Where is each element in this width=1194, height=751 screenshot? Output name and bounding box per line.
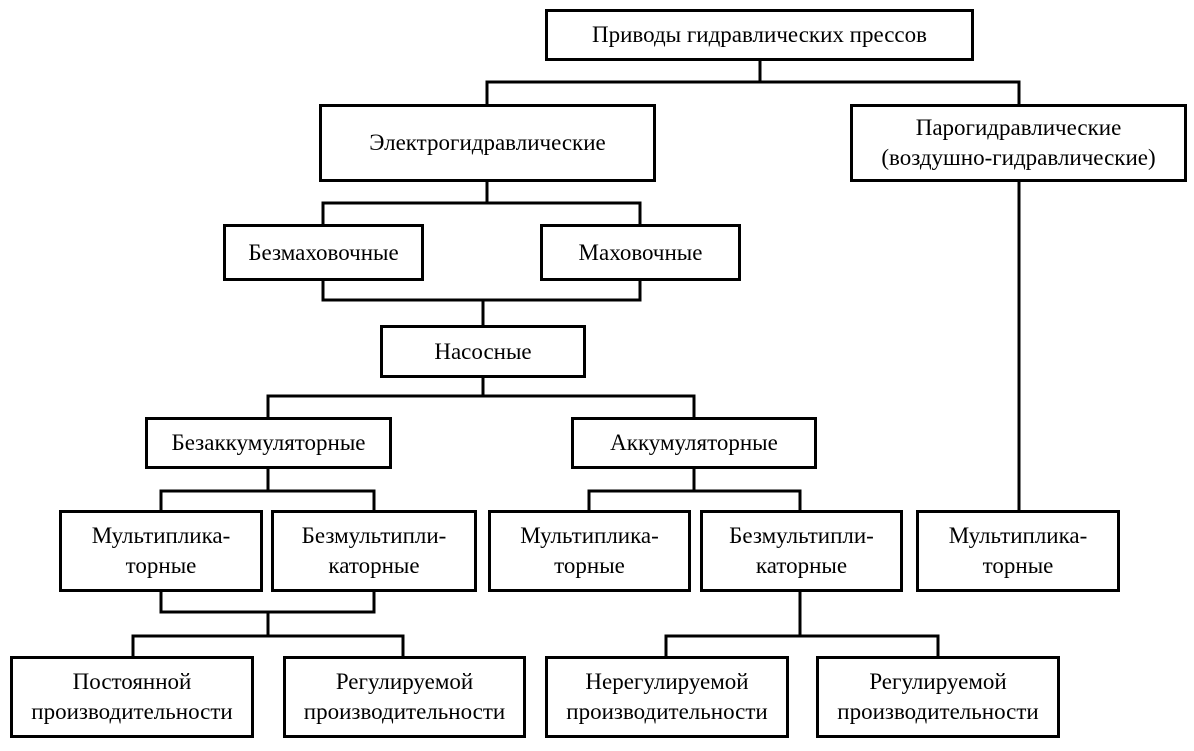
node-non-accum-text: Безаккумуляторные <box>171 430 366 455</box>
node-reg-perf-2: Регулируемой производительности <box>816 656 1060 738</box>
node-flywheel-text: Маховочные <box>578 239 703 265</box>
node-na-nomult-text-2: каторные <box>328 553 420 578</box>
node-reg-perf-2-text-2: производительности <box>837 699 1039 724</box>
node-na-nomult-text-1: Безмультипли- <box>301 523 447 548</box>
node-na-mult-text-2: торные <box>125 553 197 578</box>
node-root: Приводы гидравлических прессов <box>545 9 974 61</box>
node-reg-perf-1-text-2: производительности <box>303 699 506 724</box>
node-steam-mult: Мультиплика- торные <box>916 510 1120 592</box>
node-const-perf-text-2: производительности <box>31 699 233 724</box>
node-pump: Насосные <box>380 325 586 378</box>
node-ac-nomult-text-2: каторные <box>755 553 848 578</box>
node-reg-perf-2-text-1: Регулируемой <box>869 669 1007 694</box>
node-flywheel: Маховочные <box>540 224 741 281</box>
node-na-mult: Мультиплика- торные <box>59 510 263 592</box>
node-steam-mult-text-1: Мультиплика- <box>948 523 1088 548</box>
node-ac-mult-text-1: Мультиплика- <box>520 523 659 548</box>
node-steam: Парогидравлические (воздушно-гидравличес… <box>850 104 1187 182</box>
node-steam-text-2: (воздушно-гидравлические) <box>881 145 1156 170</box>
node-na-nomult: Безмультипли- каторные <box>271 510 477 592</box>
node-no-flywheel: Безмаховочные <box>223 224 424 281</box>
node-electro-text: Электрогидравлические <box>369 130 606 155</box>
node-unreg-perf-text-2: производительности <box>566 699 768 724</box>
node-reg-perf-1-text-1: Регулируемой <box>335 669 474 694</box>
node-no-flywheel-text: Безмаховочные <box>248 239 399 265</box>
node-na-mult-text-1: Мультиплика- <box>91 523 231 548</box>
node-accum-text: Аккумуляторные <box>610 430 778 455</box>
node-const-perf-text-1: Постоянной <box>72 669 192 694</box>
node-root-text: Приводы гидравлических прессов <box>591 22 928 47</box>
node-unreg-perf-text-1: Нерегулируемой <box>585 669 749 694</box>
node-accum: Аккумуляторные <box>571 417 817 469</box>
node-reg-perf-1: Регулируемой производительности <box>283 656 526 738</box>
node-pump-text: Насосные <box>434 338 532 364</box>
node-const-perf: Постоянной производительности <box>10 656 254 738</box>
node-ac-mult: Мультиплика- торные <box>488 510 691 592</box>
node-electro: Электрогидравлические <box>319 104 656 182</box>
node-ac-nomult-text-1: Безмультипли- <box>729 523 874 548</box>
node-ac-mult-text-2: торные <box>554 553 625 578</box>
node-ac-nomult: Безмультипли- каторные <box>700 510 903 592</box>
node-steam-mult-text-2: торные <box>982 553 1054 578</box>
node-non-accum: Безаккумуляторные <box>145 417 392 469</box>
node-unreg-perf: Нерегулируемой производительности <box>545 656 789 738</box>
node-steam-text-1: Парогидравлические <box>915 115 1122 140</box>
